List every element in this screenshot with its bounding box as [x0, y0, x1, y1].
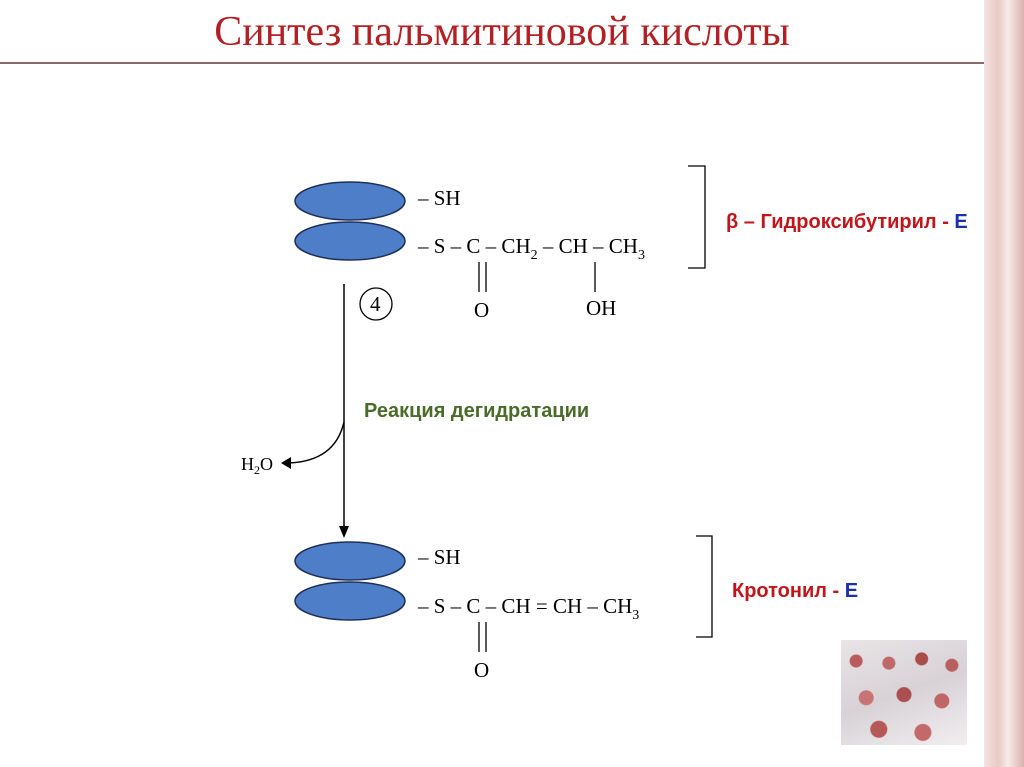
compound-name-top: β – Гидроксибутирил - E [726, 211, 968, 234]
water-byproduct: H2O [241, 454, 273, 476]
enzyme-ellipse-top-1 [294, 181, 406, 221]
acyl-chain-bottom: – S – C – CH = CH – CH3 [418, 594, 639, 623]
lab-tubes-photo [841, 640, 967, 745]
enzyme-ellipse-top-2 [294, 221, 406, 261]
compound-name-dash: - [936, 211, 955, 233]
enzyme-letter: E [954, 211, 968, 233]
carbonyl-oxygen-top: O [474, 298, 490, 322]
water-o: O [260, 454, 273, 474]
reaction-name: Реакция дегидратации [364, 400, 590, 422]
carbonyl-oxygen-bottom: O [474, 658, 490, 682]
hydroxyl-group: OH [586, 296, 617, 320]
chain-subscript: 2 [530, 248, 538, 263]
water-subscript: 2 [254, 463, 260, 477]
chain-part: – S – C – CH [418, 234, 531, 258]
bracket-top [688, 165, 706, 269]
compound-name-text: β – Гидроксибутирил [726, 211, 937, 233]
enzyme-ellipse-bottom-2 [294, 581, 406, 621]
chain-part: – CH – CH [537, 234, 638, 258]
chain-subscript: 3 [632, 608, 640, 623]
water-release-arrow-head [281, 457, 291, 469]
compound-name-text: Кротонил [732, 580, 827, 602]
thiol-group-bottom: – SH [418, 545, 461, 569]
enzyme-ellipse-bottom-1 [294, 541, 406, 581]
step-circle [359, 287, 393, 321]
title-divider [0, 62, 984, 64]
slide-title: Синтез пальмитиновой кислоты [214, 9, 790, 55]
enzyme-letter: E [844, 580, 859, 602]
water-h: H [241, 454, 254, 474]
reaction-arrow-head [339, 526, 349, 538]
compound-name-bottom: Кротонил - E [732, 580, 858, 603]
compound-name-dash: - [826, 580, 845, 602]
acyl-chain-top: – S – C – CH2 – CH – CH3 [418, 234, 645, 263]
step-number: 4 [370, 292, 381, 316]
water-release-arrow [287, 421, 345, 464]
thiol-group-top: – SH [418, 186, 461, 210]
chain-part: – S – C – CH = CH – CH [418, 594, 633, 618]
decorative-side-strip [984, 0, 1024, 767]
chain-subscript: 3 [637, 248, 645, 263]
bracket-bottom [696, 535, 713, 638]
